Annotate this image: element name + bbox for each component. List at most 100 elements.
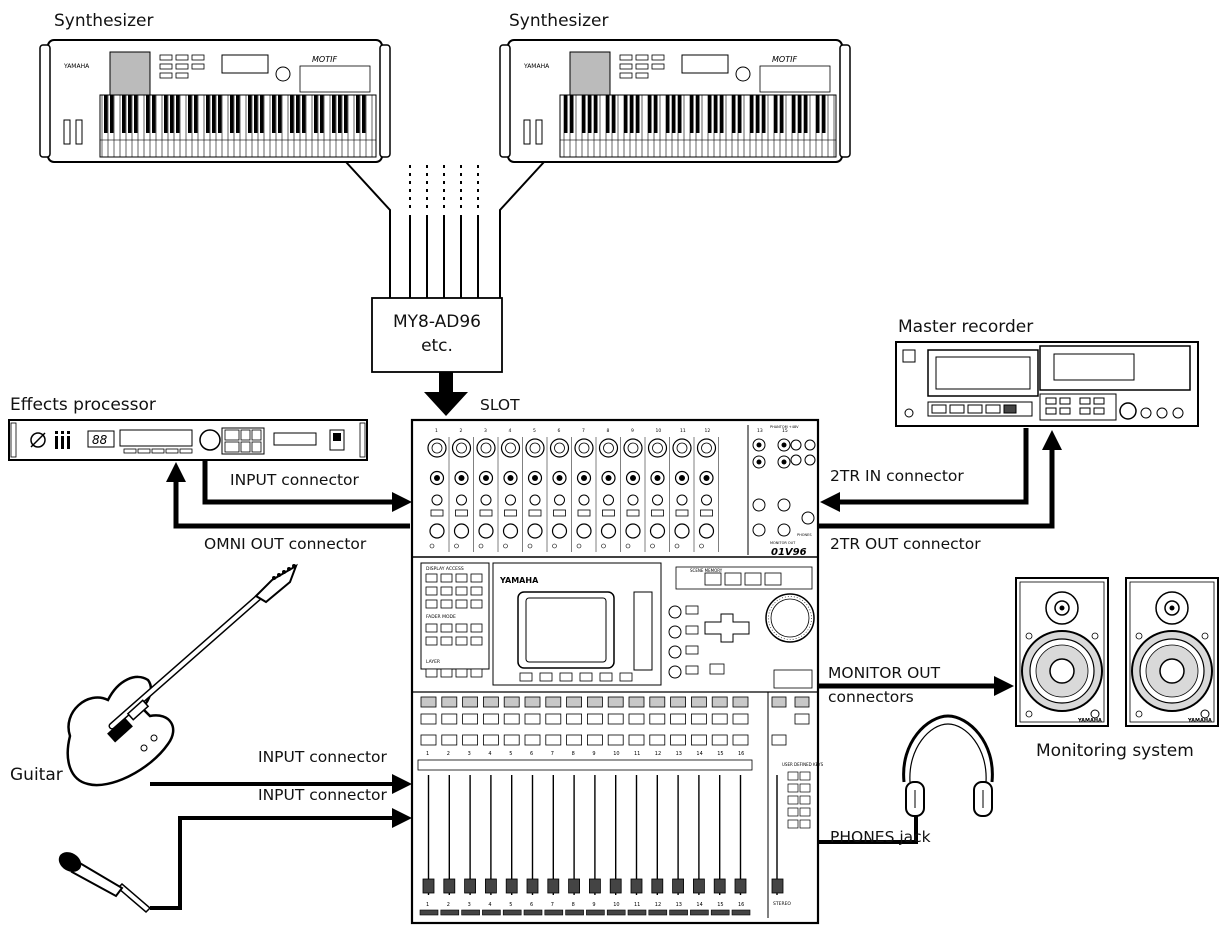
svg-text:9: 9 [592,902,595,908]
on-button [733,735,748,745]
channel-number: 5 [509,751,512,757]
effects-processor-device: 88 [9,420,367,460]
fader-knob [589,879,600,893]
insert-jack [555,495,565,505]
svg-text:6: 6 [530,902,533,908]
solo-button [671,714,686,724]
pad-switch [480,510,492,516]
pad-switch [627,510,639,516]
gain-knob [430,524,444,538]
svg-text:STEREO: STEREO [773,901,791,907]
gain-knob [479,524,493,538]
monitor-out-label-line1: MONITOR OUT [828,664,940,683]
on-button [629,735,644,745]
on-button [483,735,498,745]
select-button [608,697,623,707]
fader-knob [506,879,517,893]
synthesizer-left: YAMAHA MOTIF [40,40,390,162]
svg-text:FADER MODE: FADER MODE [426,614,456,620]
on-button [567,735,582,745]
input-channel-number: 1 [435,428,438,434]
gain-knob [651,524,665,538]
insert-jack [677,495,687,505]
synthesizer-left-label: Synthesizer [54,12,153,31]
pad-switch [652,510,664,516]
pad-switch [578,510,590,516]
solo-button [546,714,561,724]
fader-knob [485,879,496,893]
slot-arrow [424,372,468,416]
select-button [691,697,706,707]
solo-button [421,714,436,724]
fader-knob [548,879,559,893]
svg-text:MONITOR OUT: MONITOR OUT [770,541,796,545]
fx-input-connector-label: INPUT connector [230,471,359,490]
fader-knob [465,879,476,893]
pad-switch [701,510,713,516]
channel-number: 11 [634,751,640,757]
select-button [546,697,561,707]
gain-knob [504,524,518,538]
insert-jack [604,495,614,505]
synthesizer-right: YAMAHA MOTIF [500,40,850,162]
input-channel-number: 3 [484,428,487,434]
solo-button [733,714,748,724]
synth-right-model: MOTIF [772,55,797,64]
gain-knob [553,524,567,538]
console-brand: YAMAHA [499,576,539,585]
channel-number: 10 [613,751,619,757]
pad-switch [431,510,443,516]
on-button [587,735,602,745]
select-button [442,697,457,707]
svg-text:10: 10 [613,902,619,908]
insert-jack [628,495,638,505]
solo-button [525,714,540,724]
svg-text:2: 2 [447,902,450,908]
tr2-out-connector-label: 2TR OUT connector [830,535,981,554]
insert-jack [702,495,712,505]
solo-button [463,714,478,724]
input-channel-number: 12 [705,428,711,434]
solo-button [650,714,665,724]
monitor-out-label-line2: connectors [828,688,914,707]
channel-number: 15 [717,751,723,757]
svg-text:5: 5 [509,902,512,908]
guitar-label: Guitar [10,766,63,785]
insert-jack [530,495,540,505]
gain-knob [700,524,714,538]
svg-text:YAMAHA: YAMAHA [1187,718,1212,724]
solo-button [587,714,602,724]
fader-knob [423,879,434,893]
solo-button [504,714,519,724]
on-button [712,735,727,745]
input-channel-number: 5 [533,428,536,434]
solo-button [442,714,457,724]
select-button [504,697,519,707]
channel-number: 12 [655,751,661,757]
headphones [904,716,993,816]
insert-jack [579,495,589,505]
svg-text:USER DEFINED KEYS: USER DEFINED KEYS [782,762,824,767]
slot-label: SLOT [480,396,520,415]
omni-out-connector-label: OMNI OUT connector [204,535,366,554]
on-button [421,735,436,745]
monitor-speaker-right: YAMAHA [1126,578,1218,726]
input-channel-number: 6 [558,428,561,434]
fader-knob [714,879,725,893]
fader-knob [569,879,580,893]
input-channel-number: 11 [680,428,686,434]
input-channel-number: 2 [460,428,463,434]
select-button [629,697,644,707]
synth-left-model: MOTIF [312,55,337,64]
gain-knob [675,524,689,538]
fader-knob [693,879,704,893]
on-button [525,735,540,745]
svg-text:4: 4 [488,902,491,908]
solo-button [608,714,623,724]
solo-button [712,714,727,724]
master-recorder-label: Master recorder [898,318,1033,337]
input-channel-number: 7 [582,428,585,434]
